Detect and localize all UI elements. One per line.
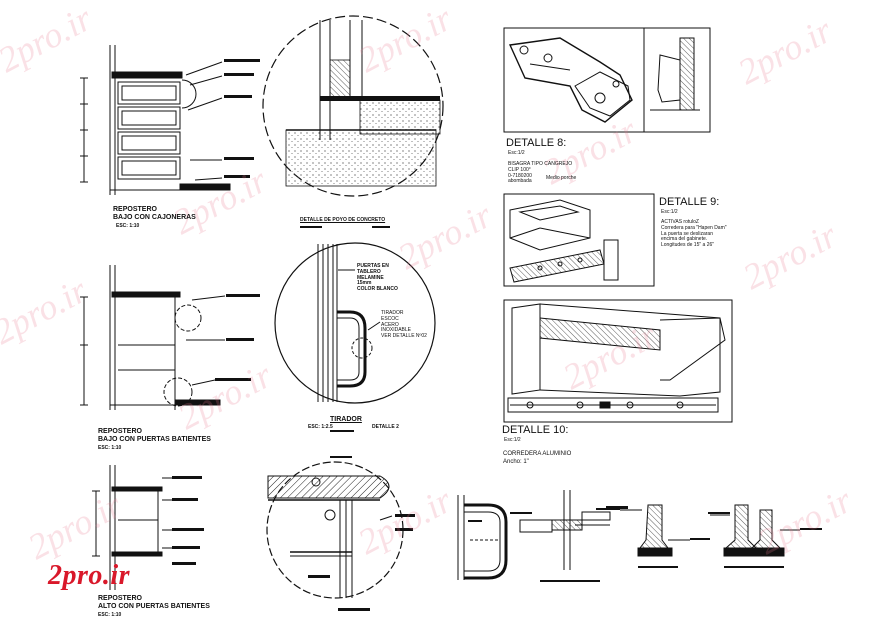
repostero-cajoneras-elevation [80, 45, 231, 195]
repostero-puertas-elevation [80, 265, 226, 410]
handle-profile-detail [457, 495, 553, 580]
joint-detail [551, 490, 611, 570]
tirador-scale: ESC: 1:2.5 [308, 424, 333, 430]
detalle-9-slide-drawing [503, 193, 655, 287]
detalle-9-title: DETALLE 9: [659, 196, 720, 208]
countertop-edge-detail-circle [266, 461, 404, 599]
detalle-8-note: Medio porche [546, 175, 577, 181]
concrete-detail-title: DETALLE DE POYO DE CONCRETO [300, 217, 386, 223]
drawer-slide-drawing [503, 299, 733, 423]
repostero-1-scale: ESC: 1:10 [116, 223, 140, 229]
repostero-3-title: REPOSTERO [98, 595, 142, 602]
detalle-10-material: CORREDERA ALUMINIO [503, 451, 572, 457]
detalle-8-title: DETALLE 8: [506, 137, 567, 149]
repostero-alto-elevation [92, 465, 175, 590]
tirador-title: TIRADOR [330, 416, 362, 423]
repostero-3-scale: ESC: 1:10 [98, 612, 122, 618]
aluminium-rail-profiles [620, 504, 800, 557]
detalle-8-hinge-drawing [503, 27, 711, 133]
detalle-10-scale: Esc:1/2 [504, 437, 521, 443]
detalle-8-scale: Esc:1/2 [508, 150, 525, 156]
tirador-detail-circle [274, 242, 436, 404]
repostero-1-subtitle: BAJO CON CAJONERAS [113, 214, 196, 221]
brand-logo: 2pro.ir [48, 560, 131, 591]
detalle-10-title: DETALLE 10: [502, 424, 569, 436]
detalle-9-scale: Esc:1/2 [661, 209, 678, 215]
repostero-3-subtitle: ALTO CON PUERTAS BATIENTES [98, 603, 210, 610]
tirador-detail-ref: DETALLE 2 [372, 424, 399, 430]
repostero-2-scale: ESC: 1:10 [98, 445, 122, 451]
repostero-2-subtitle: BAJO CON PUERTAS BATIENTES [98, 436, 211, 443]
concrete-detail-circle [262, 15, 444, 197]
repostero-2-title: REPOSTERO [98, 428, 142, 435]
detalle-10-width: Ancho: 1" [503, 459, 529, 465]
repostero-1-title: REPOSTERO [113, 206, 157, 213]
